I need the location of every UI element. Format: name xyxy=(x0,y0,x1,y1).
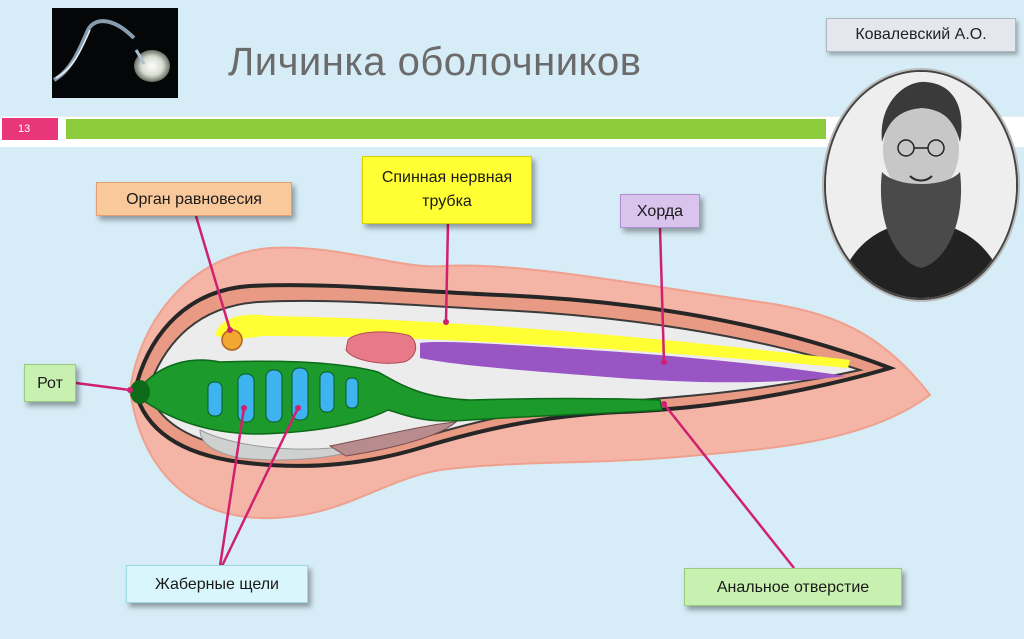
posterior-organ xyxy=(328,421,458,457)
chorda-shape xyxy=(420,342,846,383)
larva-photo-drawing xyxy=(52,19,170,82)
pointer-dot xyxy=(241,405,247,411)
gill-slit xyxy=(291,367,309,421)
pointer-gill-1 xyxy=(218,407,246,567)
mouth-opening xyxy=(130,380,150,404)
balance-organ xyxy=(221,329,243,351)
author-portrait xyxy=(826,72,1016,298)
pointer-dot xyxy=(661,359,667,365)
portrait-drawing xyxy=(826,72,1016,298)
pointer-dot xyxy=(295,405,301,411)
pointer-anal xyxy=(663,403,795,569)
accent-bar xyxy=(66,119,826,139)
pointer-dot xyxy=(227,327,233,333)
pointer-dots xyxy=(127,319,667,411)
label-anal-opening: Анальное отверстие xyxy=(684,568,902,606)
larva-photo xyxy=(52,8,178,98)
gill-slit xyxy=(237,373,255,423)
label-gill-slits: Жаберные щели xyxy=(126,565,308,603)
visceral-organ xyxy=(345,331,417,364)
label-neural-tube: Спинная нервная трубка xyxy=(362,156,532,224)
label-chorda: Хорда xyxy=(620,194,700,228)
gill-slit xyxy=(265,369,283,423)
gill-slit xyxy=(345,377,359,409)
pointer-dot xyxy=(127,387,133,393)
pointer-mouth xyxy=(75,381,131,392)
gill-slit xyxy=(319,371,335,413)
pointer-chorda xyxy=(658,227,666,363)
pointer-lines xyxy=(75,215,795,569)
label-organ-balance: Орган равновесия xyxy=(96,182,292,216)
pointer-gill-2 xyxy=(220,407,300,567)
pointer-dot xyxy=(443,319,449,325)
author-caption: Ковалевский А.О. xyxy=(826,18,1016,52)
pointer-organ xyxy=(194,215,232,331)
label-mouth: Рот xyxy=(24,364,76,402)
gill-slit xyxy=(207,381,223,417)
slide-title: Личинка оболочников xyxy=(228,40,642,84)
pointer-tube xyxy=(444,221,450,323)
neural-tube-shape xyxy=(215,314,850,368)
slide-number: 13 xyxy=(2,118,58,140)
pointer-dot xyxy=(661,401,667,407)
